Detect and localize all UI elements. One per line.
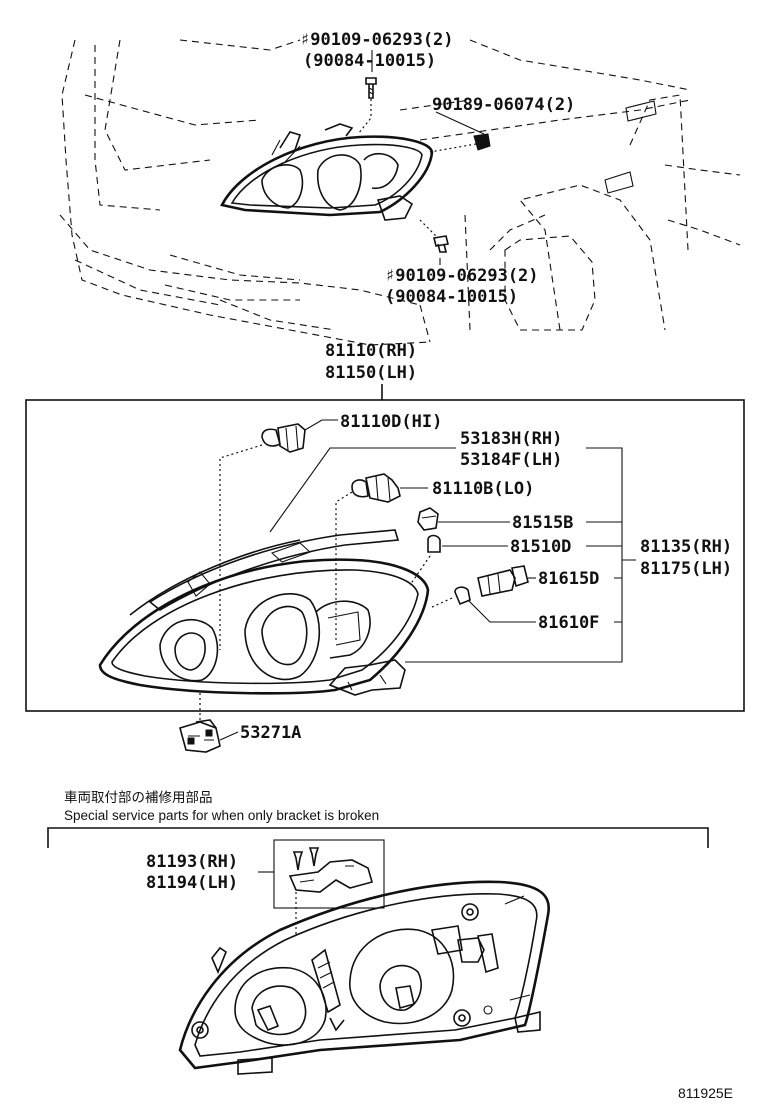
headlamp-installed (220, 123, 434, 221)
bracket-kit (273, 839, 385, 935)
label-53183h: 53183H(RH) (460, 429, 562, 449)
upper-screw-part: ♯90109-06293(2) (300, 30, 454, 50)
label-53184f: 53184F(LH) (460, 450, 562, 470)
diagram-id: 811925E (678, 1085, 733, 1101)
upper-screw-alt: (90084-10015) (303, 51, 436, 71)
label-81110d: 81110D(HI) (340, 412, 442, 432)
label-81194: 81194(LH) (146, 873, 238, 893)
label-81510d: 81510D (510, 537, 571, 557)
car-body-outline (59, 39, 741, 346)
headlamp-rear-view (178, 880, 551, 1075)
special-title-jp: 車両取付部の補修用部品 (64, 790, 213, 805)
special-title-en: Special service parts for when only brac… (64, 808, 379, 823)
special-bracket-frame (47, 827, 709, 848)
label-81135: 81135(RH) (640, 537, 732, 557)
clip-part: 90189-06074(2) (432, 95, 575, 115)
socket-81515 (417, 507, 439, 531)
top-leader-lines (371, 50, 485, 265)
connector-53271a (179, 690, 221, 753)
label-81610f: 81610F (538, 613, 599, 633)
lower-screw-alt: (90084-10015) (385, 287, 518, 307)
bulb-81510 (409, 534, 441, 586)
label-81615d: 81615D (538, 569, 599, 589)
label-81175: 81175(LH) (640, 559, 732, 579)
middle-leaders (219, 419, 636, 741)
assembly-lh: 81150(LH) (325, 363, 417, 383)
label-53271a: 53271A (240, 723, 301, 743)
clip-90189 (429, 133, 491, 153)
socket-81615 (477, 565, 529, 597)
bulb-81610 (429, 586, 471, 609)
lo-bulb (335, 473, 401, 640)
label-81110b: 81110B(LO) (432, 479, 534, 499)
lower-screw-part: ♯90109-06293(2) (385, 266, 539, 286)
headlamp-exploded (98, 529, 430, 696)
hi-bulb (219, 423, 306, 650)
lower-screw (419, 219, 449, 253)
label-81193: 81193(RH) (146, 852, 238, 872)
assembly-rh: 81110(RH) (325, 341, 417, 361)
upper-screw (357, 77, 377, 135)
assembly-frame (25, 399, 745, 712)
label-81515b: 81515B (512, 513, 573, 533)
